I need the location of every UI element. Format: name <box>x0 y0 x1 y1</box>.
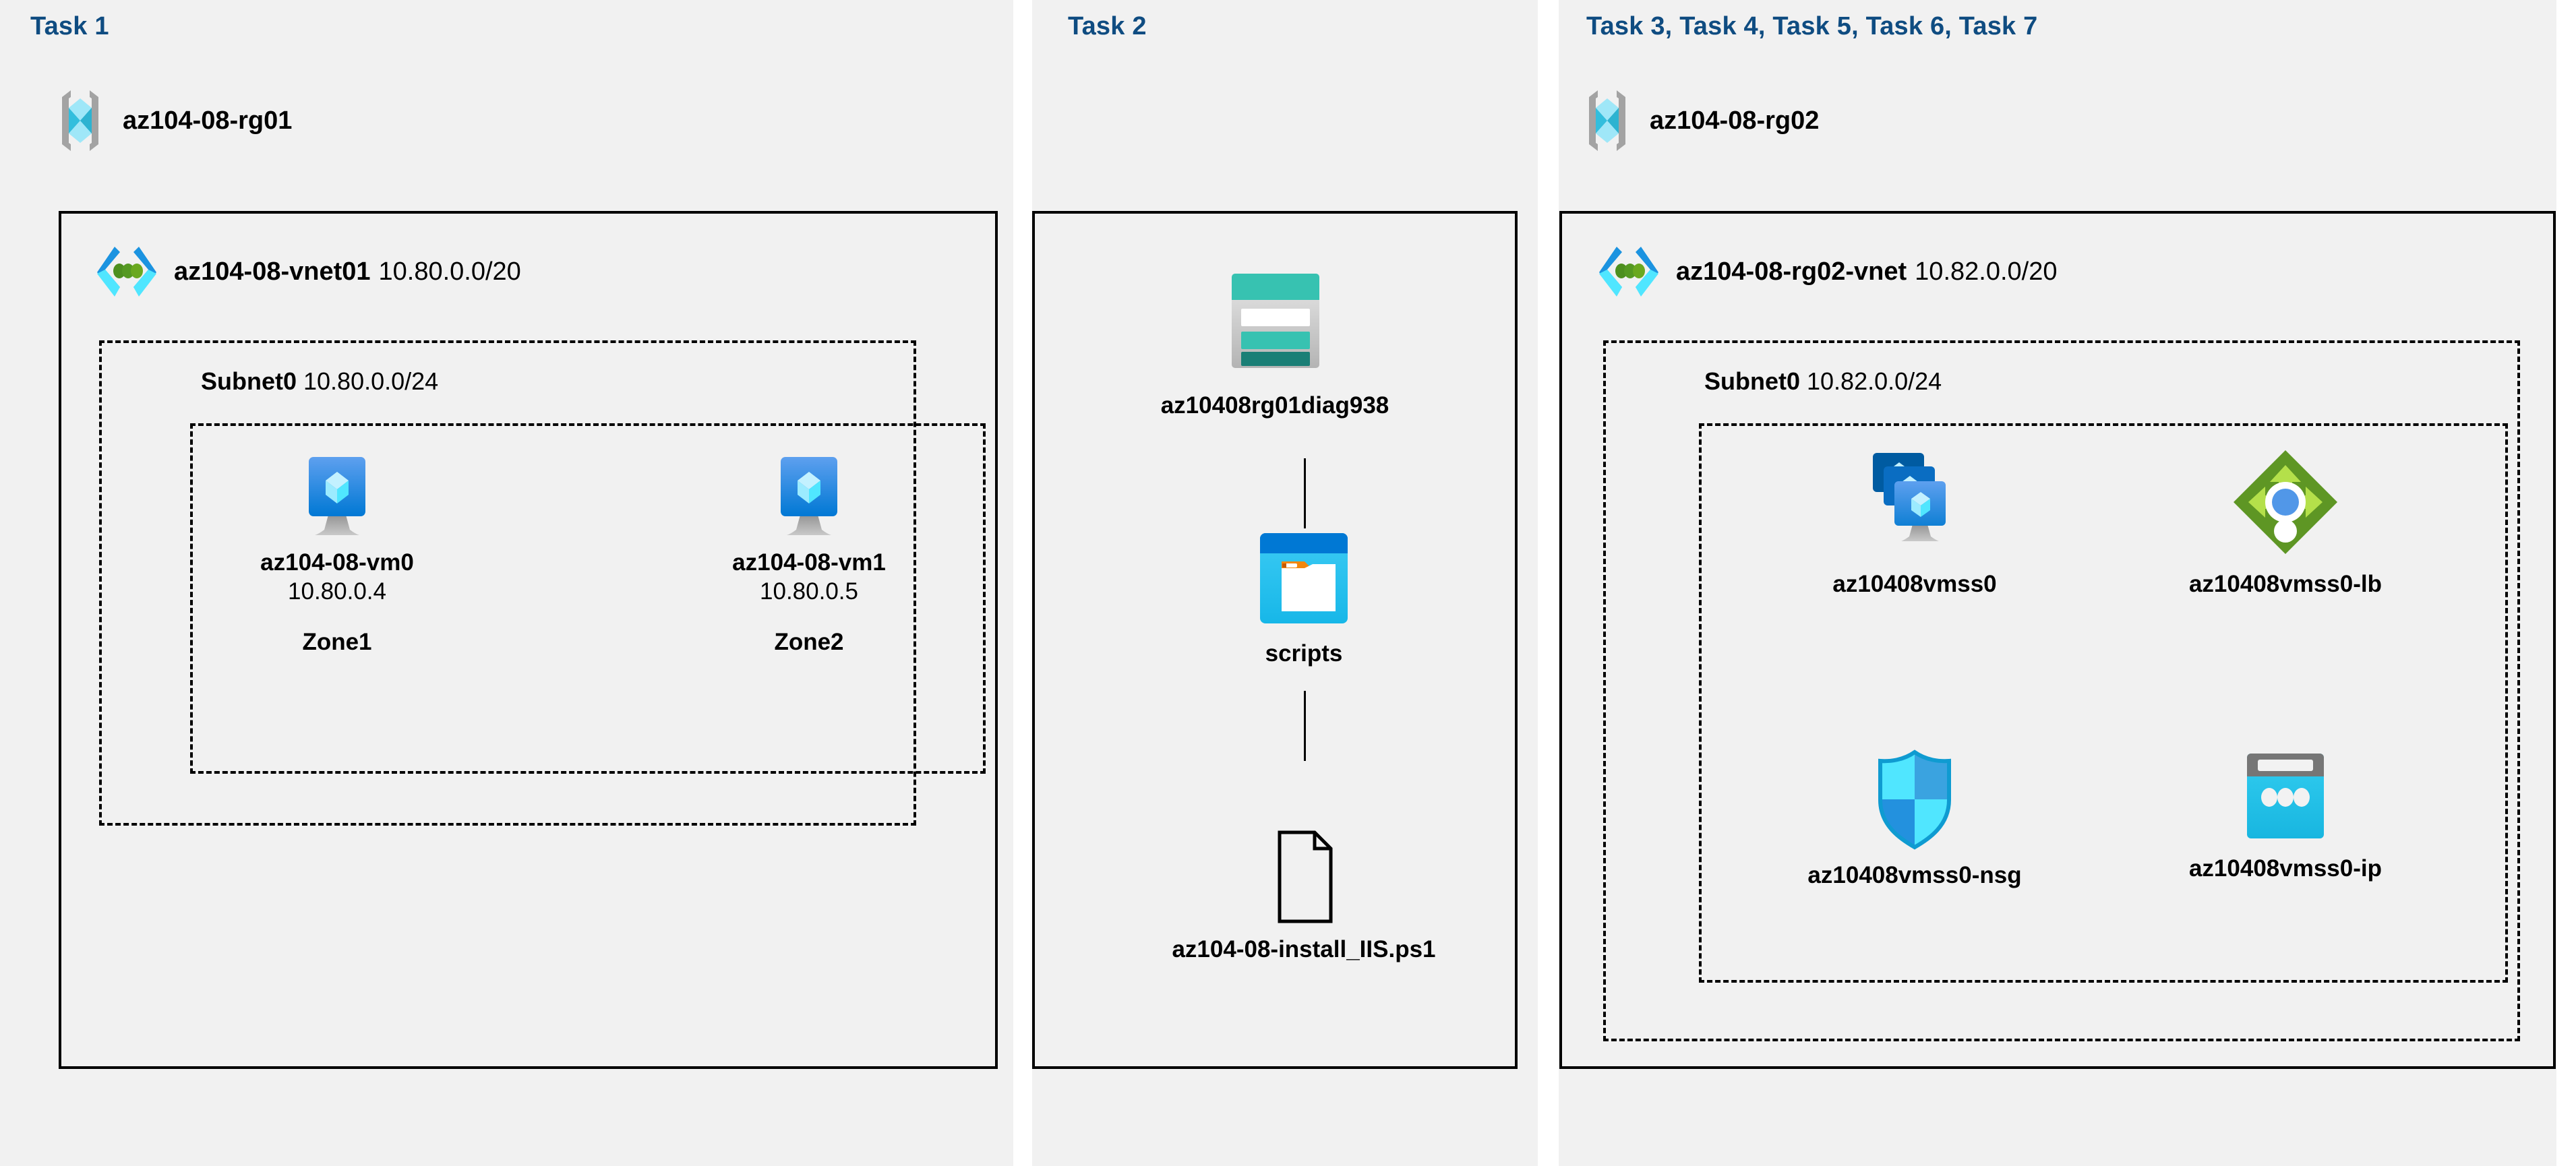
vm-ip: 10.80.0.4 <box>288 578 386 605</box>
vm-az104-08-vm1[interactable]: az104-08-vm1 10.80.0.5 Zone2 <box>694 453 924 656</box>
load-balancer-icon <box>2228 445 2343 559</box>
file-icon <box>1270 829 1338 925</box>
storage-account-name: az10408rg01diag938 <box>1160 392 1389 419</box>
blob-container-icon <box>1253 529 1354 629</box>
vm-zone: Zone2 <box>774 629 844 656</box>
task-label-3-7: Task 3, Task 4, Task 5, Task 6, Task 7 <box>1586 12 2038 40</box>
virtual-machine-icon <box>765 453 853 538</box>
zone-group-box <box>190 423 986 774</box>
nsg-az10408vmss0-nsg[interactable]: az10408vmss0-nsg <box>1780 748 2049 890</box>
resource-group-icon <box>53 88 108 154</box>
task-label-2: Task 2 <box>1068 12 1147 40</box>
blob-container-name: scripts <box>1265 640 1343 667</box>
vm-ip: 10.80.0.5 <box>760 578 858 605</box>
virtual-machine-icon <box>293 453 381 538</box>
subnet-cidr: 10.82.0.0/24 <box>1807 367 1942 395</box>
public-ip-name: az10408vmss0-ip <box>2188 855 2383 882</box>
network-security-group-icon <box>1871 748 1958 851</box>
resource-group-icon <box>1580 88 1635 154</box>
connector-account-container <box>1304 458 1306 528</box>
subnet-box-02 <box>1603 340 2520 1041</box>
vnet-cidr: 10.82.0.0/20 <box>1915 257 2058 286</box>
vm-scale-set-name: az10408vmss0 <box>1832 571 1997 597</box>
vmss-group-box <box>1699 423 2508 983</box>
vnet-box-01 <box>59 211 998 1069</box>
vm-scale-set-icon <box>1854 445 1975 559</box>
task-label-1: Task 1 <box>30 12 109 40</box>
vnet-name: az104-08-rg02-vnet <box>1676 257 1907 286</box>
storage-account-icon <box>1213 263 1338 381</box>
subnet-box-01 <box>99 340 916 826</box>
virtual-network-icon <box>94 243 159 301</box>
vm-name: az104-08-vm1 <box>732 549 886 576</box>
resource-group-rg01: az104-08-rg01 <box>53 88 292 154</box>
vnet-box-02 <box>1559 211 2556 1069</box>
load-balancer-name: az10408vmss0-lb <box>2188 571 2383 597</box>
vnet-header-02: az104-08-rg02-vnet 10.82.0.0/20 <box>1596 243 2057 301</box>
blob-container-scripts[interactable]: scripts <box>1199 529 1408 669</box>
load-balancer-az10408vmss0-lb[interactable]: az10408vmss0-lb <box>2151 445 2420 599</box>
vnet-name: az104-08-vnet01 <box>174 257 371 286</box>
public-ip-address-icon <box>2237 748 2334 844</box>
resource-group-rg02: az104-08-rg02 <box>1580 88 1819 154</box>
storage-account-az10408rg01diag938[interactable]: az10408rg01diag938 <box>1150 263 1400 421</box>
vm-scale-set-az10408vmss0[interactable]: az10408vmss0 <box>1780 445 2049 599</box>
subnet-cidr: 10.80.0.0/24 <box>303 367 439 395</box>
nsg-name: az10408vmss0-nsg <box>1807 862 2022 888</box>
virtual-network-icon <box>1596 243 1661 301</box>
subnet-name: Subnet0 <box>201 367 297 395</box>
connector-container-file <box>1304 691 1306 761</box>
vm-zone: Zone1 <box>302 629 372 656</box>
public-ip-az10408vmss0-ip[interactable]: az10408vmss0-ip <box>2151 748 2420 884</box>
file-az104-08-install-iis-ps1[interactable]: az104-08-install_IIS.ps1 <box>1110 829 1498 964</box>
file-name: az104-08-install_IIS.ps1 <box>1172 936 1436 962</box>
resource-group-name: az104-08-rg02 <box>1650 106 1820 135</box>
vm-az104-08-vm0[interactable]: az104-08-vm0 10.80.0.4 Zone1 <box>222 453 452 656</box>
vnet-cidr: 10.80.0.0/20 <box>378 257 521 286</box>
resource-group-name: az104-08-rg01 <box>123 106 293 135</box>
subnet-name: Subnet0 <box>1704 367 1801 395</box>
vm-name: az104-08-vm0 <box>260 549 414 576</box>
